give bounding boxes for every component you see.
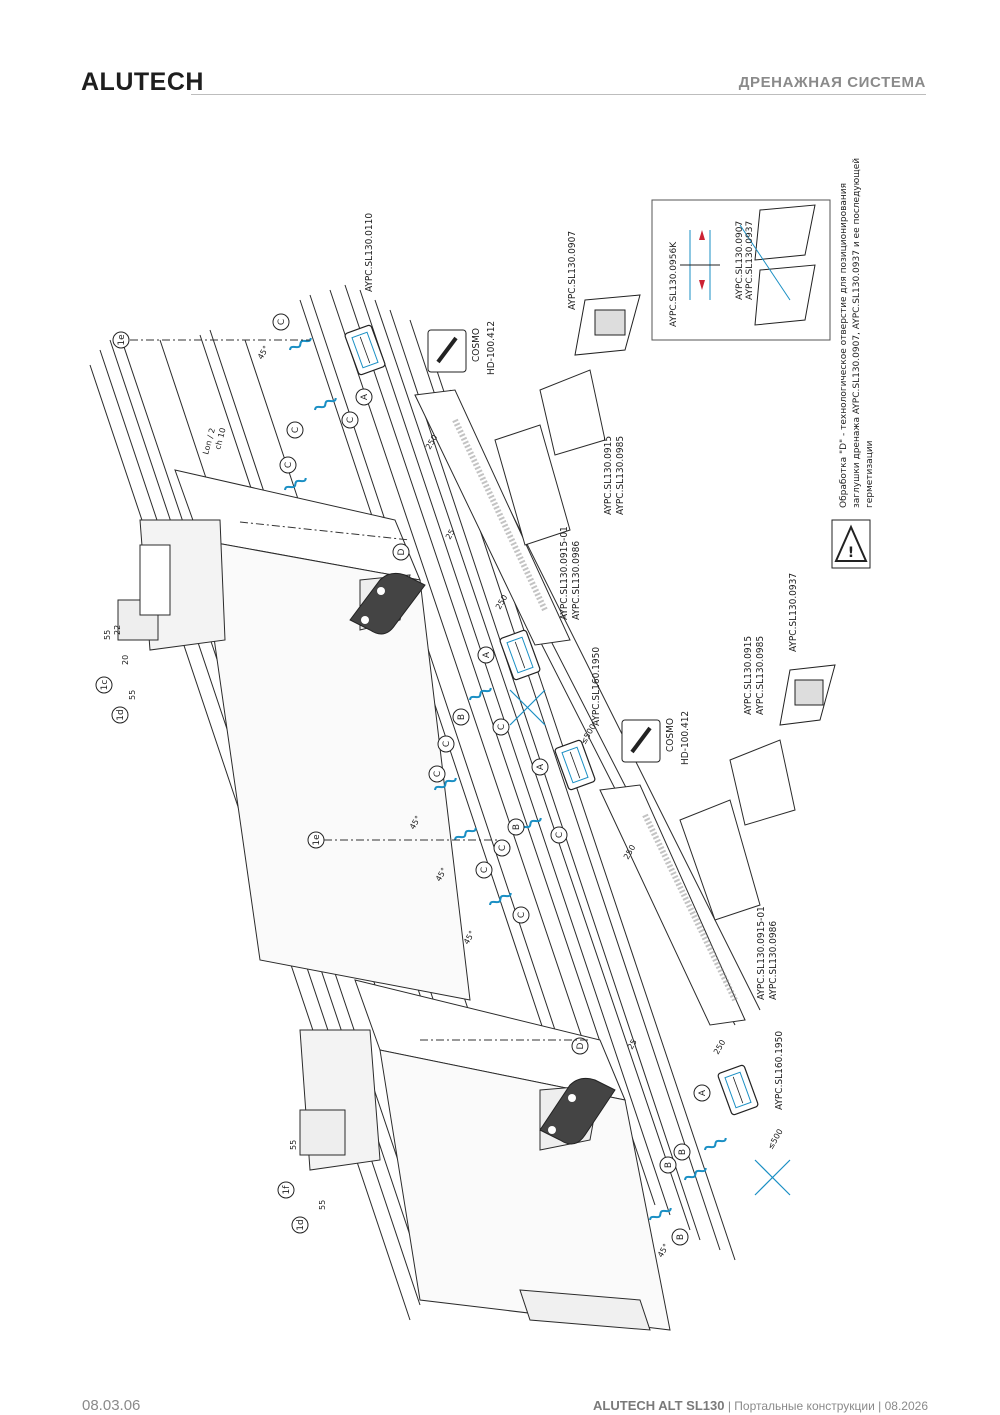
callout-c: C	[433, 771, 443, 777]
callout-a: A	[482, 651, 492, 658]
sealant-tube-upper	[427, 329, 467, 373]
part-0937	[779, 664, 836, 726]
dim-55: 55	[128, 690, 137, 700]
callout-d: D	[576, 1042, 586, 1049]
cosmo-label-lower: COSMO	[665, 718, 676, 752]
label-sl160-1950: AYPC.SL160.1950	[591, 647, 602, 726]
dim-angle: 45°	[656, 1242, 671, 1259]
footer-doc-info: ALUTECH ALT SL130 | Портальные конструкц…	[593, 1398, 928, 1413]
footer-separator: |	[724, 1399, 735, 1413]
callout-c: C	[498, 845, 508, 851]
dim-20: 20	[121, 655, 130, 665]
callout-c: C	[480, 867, 490, 873]
callout-1d-bottom: 1d	[296, 1219, 306, 1230]
dim-55: 55	[103, 630, 112, 640]
warning-sign: !	[831, 519, 871, 569]
callout-b: B	[678, 1149, 688, 1155]
footer-date: 08.2026	[884, 1399, 928, 1413]
callout-c: C	[442, 741, 452, 747]
handle-lower	[539, 1077, 616, 1145]
warning-note-line3: герметизации	[865, 440, 875, 508]
crossed-marks	[509, 689, 791, 1196]
callout-b: B	[512, 824, 522, 830]
dim-angle: 45°	[256, 344, 271, 361]
callout-1f: 1f	[282, 1185, 292, 1195]
dim-250: 250	[494, 593, 509, 611]
sealant-tube-lower	[621, 719, 661, 763]
callout-c: C	[555, 832, 565, 838]
callout-c: C	[497, 724, 507, 730]
callout-c: C	[517, 912, 527, 918]
callout-c: C	[291, 427, 301, 433]
label-sl130-0937: AYPC.SL130.0937	[788, 573, 799, 652]
detail-label-0937: AYPC.SL130.0937	[745, 221, 755, 300]
seal-texture	[452, 418, 738, 1002]
cosmo-label-upper: COSMO	[471, 328, 482, 362]
footer-separator: |	[874, 1399, 885, 1413]
callout-1e-top: 1e	[117, 334, 127, 346]
dim-angle: 45°	[462, 929, 477, 946]
drain-rails	[414, 389, 761, 1026]
footer-product: ALUTECH ALT SL130	[593, 1398, 725, 1413]
callout-a: A	[536, 763, 546, 770]
warning-note-line1: Обработка "D" - технологическое отверсти…	[839, 183, 849, 508]
callout-1e-mid: 1e	[312, 834, 322, 846]
lower-block	[299, 979, 671, 1331]
header-rule	[191, 94, 926, 95]
callout-circles	[95, 313, 711, 1246]
part-0907-top	[574, 294, 641, 356]
section-title: ДРЕНАЖНАЯ СИСТЕМА	[738, 74, 926, 91]
callout-c: C	[284, 462, 294, 468]
dim-500: ≤500	[766, 1127, 785, 1151]
handle-upper	[349, 572, 426, 635]
label-sl130-0915-01: AYPC.SL130.0915-01	[559, 526, 570, 620]
dim-55: 55	[318, 1200, 327, 1210]
callout-1d-top: 1d	[116, 709, 126, 720]
dim-250: 250	[712, 1038, 727, 1056]
label-sl130-0907-top: AYPC.SL130.0907	[567, 231, 578, 310]
callout-b: B	[457, 714, 467, 720]
dim-500: ≤500	[579, 722, 598, 746]
callout-c: C	[277, 319, 287, 325]
label-sl160-1950-b: AYPC.SL160.1950	[774, 1031, 785, 1110]
label-sl130-0110: AYPC.SL130.0110	[364, 213, 375, 292]
label-sl130-0985-b: AYPC.SL130.0985	[755, 636, 766, 715]
brand-logo: ALUTECH	[81, 68, 204, 96]
detail-label-0956: AYPC.SL130.0956K	[669, 241, 679, 327]
foam-blocks	[494, 369, 796, 921]
label-sl130-0915-01-b: AYPC.SL130.0915-01	[756, 906, 767, 1000]
callout-b: B	[664, 1162, 674, 1168]
callout-b: B	[676, 1234, 686, 1240]
svg-text:!: !	[848, 545, 854, 561]
centre-lines	[130, 339, 590, 1041]
dim-25: 25	[626, 1038, 639, 1051]
callout-a: A	[698, 1089, 708, 1096]
label-sl130-0986-b: AYPC.SL130.0986	[768, 921, 779, 1000]
warning-note-line2: заглушки дренажа AYPC.SL130.0907, AYPC.S…	[852, 158, 862, 508]
cosmo-code-lower: HD-100.412	[680, 711, 691, 765]
callout-1c: 1c	[100, 680, 110, 691]
detail-label-0907: AYPC.SL130.0907	[735, 221, 745, 300]
label-sl130-0985: AYPC.SL130.0985	[615, 436, 626, 515]
label-sl130-0915: AYPC.SL130.0915	[603, 436, 614, 515]
cosmo-code-upper: HD-100.412	[486, 321, 497, 375]
dim-25: 25	[444, 528, 457, 541]
dim-55: 55	[289, 1140, 298, 1150]
label-sl130-0986: AYPC.SL130.0986	[571, 541, 582, 620]
label-sl130-0915-b: AYPC.SL130.0915	[743, 636, 754, 715]
dim-22: 22	[113, 625, 122, 635]
callout-a: A	[360, 393, 370, 400]
callout-d: D	[397, 548, 407, 555]
detail-box	[651, 199, 831, 341]
callout-c: C	[346, 417, 356, 423]
page-number: 08.03.06	[82, 1397, 141, 1414]
footer-subtitle: Портальные конструкции	[734, 1399, 875, 1413]
